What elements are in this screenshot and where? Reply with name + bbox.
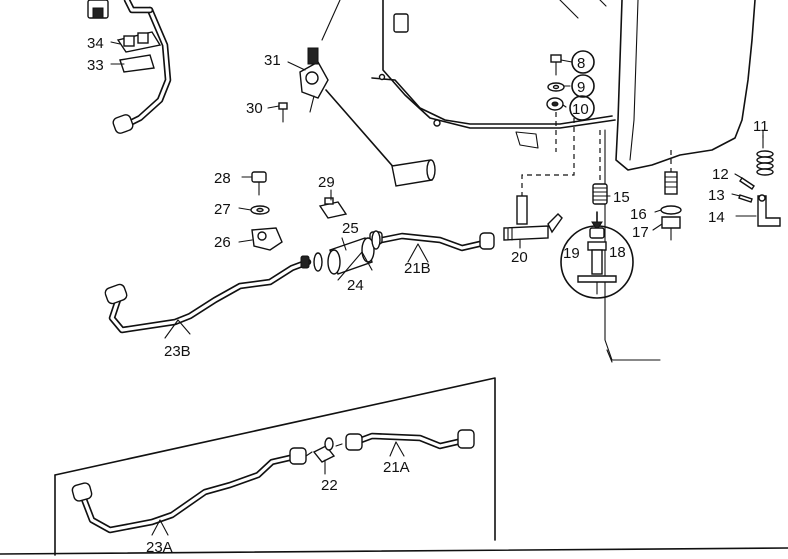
callout-21B: 21B xyxy=(404,260,431,277)
callout-13: 13 xyxy=(708,187,725,204)
rubber-hose xyxy=(313,230,381,275)
callout-26: 26 xyxy=(214,234,231,251)
callout-25: 25 xyxy=(342,220,359,237)
callout-18: 18 xyxy=(609,244,626,261)
callout-31: 31 xyxy=(264,52,281,69)
inset-box xyxy=(0,377,788,556)
callout-circle xyxy=(571,74,595,98)
callout-33: 33 xyxy=(87,57,104,74)
pipe-21A xyxy=(345,429,475,451)
callout-14: 14 xyxy=(708,209,725,226)
callout-23A: 23A xyxy=(146,539,173,556)
pipe-21B xyxy=(369,231,495,252)
callout-17: 17 xyxy=(632,224,649,241)
mount-hole-icon xyxy=(433,119,441,127)
callout-24: 24 xyxy=(347,277,364,294)
callout-28: 28 xyxy=(214,170,231,187)
callout-22: 22 xyxy=(321,477,338,494)
callout-29: 29 xyxy=(318,174,335,191)
callout-21A: 21A xyxy=(383,459,410,476)
callout-circle xyxy=(569,95,595,121)
tank-fitting-top xyxy=(393,13,409,33)
fuel-tank-outline xyxy=(371,0,756,363)
callout-15: 15 xyxy=(613,189,630,206)
rubber-pad-icon xyxy=(318,197,348,219)
callout-8: 8 xyxy=(577,55,585,72)
callout-12: 12 xyxy=(712,166,729,183)
callout-30: 30 xyxy=(246,100,263,117)
inline-filter xyxy=(305,437,343,463)
clip-fastener xyxy=(250,171,283,251)
pipe-23A xyxy=(71,447,307,534)
callout-16: 16 xyxy=(630,206,647,223)
pin-icon xyxy=(738,177,755,203)
pipe-23B xyxy=(104,255,312,334)
callout-11: 11 xyxy=(753,118,769,135)
fuel-level-sender xyxy=(299,0,436,187)
detail-inset xyxy=(560,211,634,299)
leader-lines xyxy=(110,41,764,536)
screw-icon xyxy=(278,102,288,123)
upper-left-pipe xyxy=(87,0,172,134)
callout-27: 27 xyxy=(214,201,231,218)
callout-circle xyxy=(571,50,595,74)
mount-hole-icon xyxy=(378,73,386,81)
callout-9: 9 xyxy=(577,79,585,96)
threaded-fitting-icon xyxy=(592,183,608,205)
callout-19: 19 xyxy=(563,245,580,262)
bracket-icon xyxy=(757,194,781,227)
stud-nut-icon xyxy=(660,171,682,241)
callout-23B: 23B xyxy=(164,343,191,360)
tee-fitting xyxy=(503,195,563,241)
callout-10: 10 xyxy=(572,101,589,118)
callout-34: 34 xyxy=(87,35,104,52)
bolt-washer-stack xyxy=(546,54,565,111)
callout-20: 20 xyxy=(511,249,528,266)
spring-icon xyxy=(756,134,774,176)
